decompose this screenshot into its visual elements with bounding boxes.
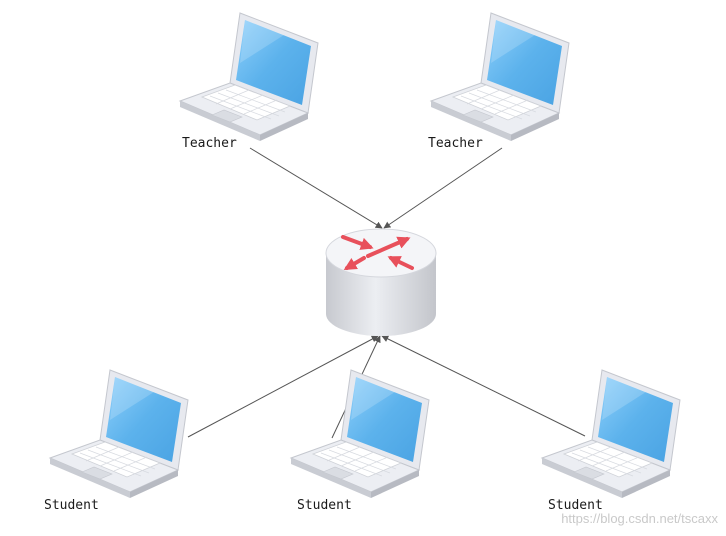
laptop-student-2-icon — [290, 369, 430, 499]
link-student-3-router — [381, 335, 586, 437]
watermark: https://blog.csdn.net/tscaxx — [561, 511, 718, 526]
student-2-label: Student — [297, 498, 352, 513]
student-3-label: Student — [548, 498, 603, 513]
router-icon — [325, 228, 437, 336]
link-teacher-2-router — [383, 147, 503, 229]
link-student-1-router — [187, 335, 379, 438]
teacher-1-label: Teacher — [182, 136, 237, 151]
student-1-label: Student — [44, 498, 99, 513]
link-teacher-1-router — [249, 147, 383, 229]
laptop-teacher-1-icon — [179, 12, 319, 142]
laptop-student-3-icon — [541, 369, 681, 499]
teacher-2-label: Teacher — [428, 136, 483, 151]
laptop-teacher-2-icon — [430, 12, 570, 142]
laptop-student-1-icon — [49, 369, 189, 499]
router-arrows-icon — [341, 235, 414, 270]
